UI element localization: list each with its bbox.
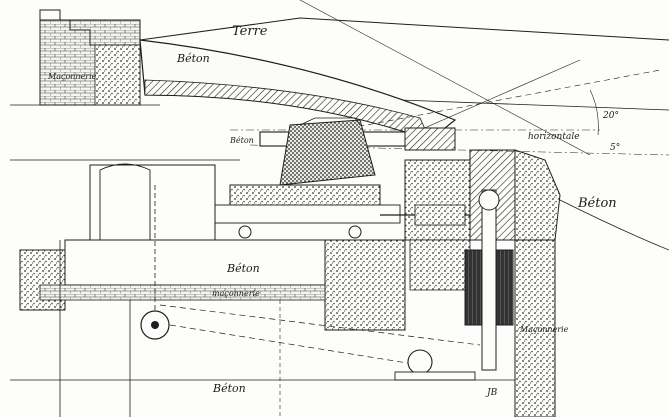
left-masonry-block bbox=[39, 9, 141, 106]
label-beton-top: Béton bbox=[176, 52, 210, 65]
label-beton-upper: Béton bbox=[229, 136, 254, 145]
label-beton-bottom: Béton bbox=[212, 382, 246, 395]
emplacement-floor bbox=[19, 163, 406, 331]
counterweight-shaft bbox=[464, 189, 514, 371]
gun-assembly bbox=[214, 117, 470, 239]
label-terre: Terre bbox=[232, 24, 268, 39]
drawing-labels: Terre Béton Maçonnerie Béton horizontale… bbox=[47, 24, 620, 398]
label-maconnerie-right: Maçonnerie bbox=[519, 325, 569, 334]
label-maconnerie-left: Maçonnerie bbox=[47, 72, 97, 81]
label-horizontale: horizontale bbox=[528, 132, 580, 142]
label-angle-5: 5° bbox=[610, 143, 620, 153]
lower-mechanism bbox=[10, 185, 515, 417]
label-maconnerie-mid: maçonnerie bbox=[212, 289, 260, 298]
label-signature: JB bbox=[485, 388, 498, 398]
label-angle-20: 20° bbox=[602, 111, 619, 121]
label-beton-mid: Béton bbox=[226, 262, 260, 275]
label-beton-right: Béton bbox=[577, 196, 617, 211]
